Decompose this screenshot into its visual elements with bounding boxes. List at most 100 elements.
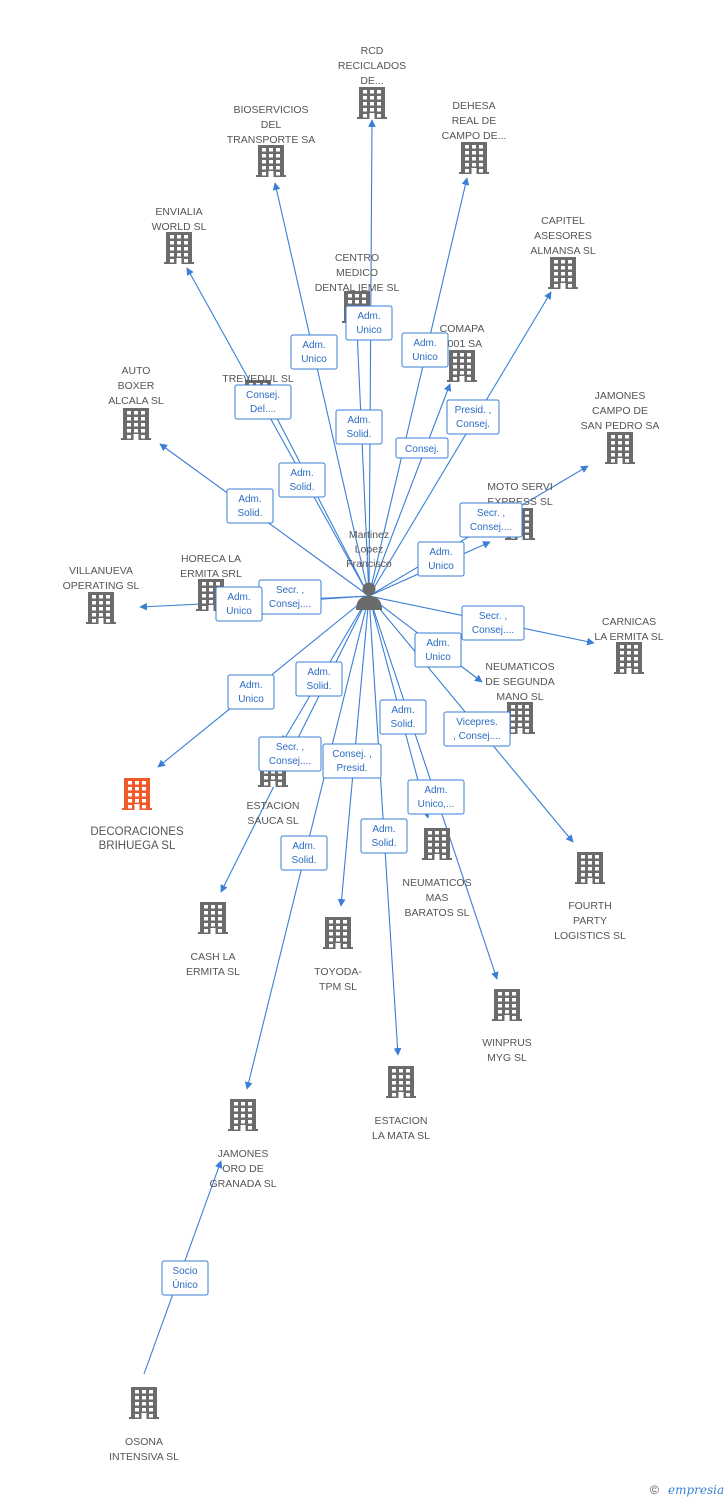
- svg-text:Solid.: Solid.: [291, 855, 316, 866]
- relation-label-winprus[interactable]: Adm.Unico,...: [407, 779, 465, 815]
- svg-text:Secr. ,: Secr. ,: [479, 611, 507, 622]
- svg-text:Adm.: Adm.: [227, 592, 250, 603]
- building-icon[interactable]: [386, 1066, 416, 1098]
- building-icon[interactable]: [492, 989, 522, 1021]
- company-label-toyoda[interactable]: TOYODA-TPM SL: [314, 966, 362, 993]
- relation-label-dehesa[interactable]: Adm. Unico: [401, 332, 449, 368]
- svg-text:Solid.: Solid.: [390, 719, 415, 730]
- edge-bioservicios: [272, 182, 370, 597]
- svg-text:Consej.: Consej.: [456, 419, 490, 430]
- svg-text:Consej. ,: Consej. ,: [332, 749, 371, 760]
- company-label-trevedul[interactable]: TREVEDUL SL: [222, 373, 294, 385]
- svg-text:Solid.: Solid.: [289, 482, 314, 493]
- svg-text:Del....: Del....: [250, 404, 276, 415]
- building-icon[interactable]: [575, 852, 605, 884]
- relation-label-carnicas[interactable]: Secr. ,Consej....: [461, 605, 525, 641]
- svg-text:Adm.: Adm.: [238, 494, 261, 505]
- svg-text:Presid. ,: Presid. ,: [455, 405, 492, 416]
- svg-text:Unico: Unico: [412, 352, 438, 363]
- building-icon[interactable]: [164, 232, 194, 264]
- building-icon[interactable]: [459, 142, 489, 174]
- relation-label-centro[interactable]: Adm. Solid.: [335, 409, 383, 445]
- relation-label-auto[interactable]: Adm.Solid.: [226, 488, 274, 524]
- building-icon[interactable]: [256, 145, 286, 177]
- building-icon[interactable]: [228, 1099, 258, 1131]
- building-icon[interactable]: [614, 642, 644, 674]
- svg-text:Unico: Unico: [425, 652, 451, 663]
- building-icon[interactable]: [357, 87, 387, 119]
- svg-text:Socio: Socio: [172, 1266, 197, 1277]
- relation-label-fourth[interactable]: Vicepres., Consej....: [443, 711, 511, 747]
- brand-logo[interactable]: empresia: [668, 1483, 724, 1497]
- person-icon[interactable]: [356, 582, 382, 611]
- relation-label-horeca[interactable]: Adm.Unico: [215, 586, 263, 622]
- building-icon[interactable]: [86, 592, 116, 624]
- svg-text:Unico: Unico: [428, 561, 454, 572]
- building-icon[interactable]: [129, 1387, 159, 1419]
- relation-label-villanueva[interactable]: Secr. ,Consej....: [258, 579, 322, 615]
- building-icon[interactable]: [605, 432, 635, 464]
- relation-label-cash[interactable]: Secr. ,Consej....: [258, 736, 322, 772]
- relation-label-jamones_oro[interactable]: Adm. Solid.: [280, 835, 328, 871]
- building-icon[interactable]: [447, 350, 477, 382]
- relation-label-rcd[interactable]: Adm. Unico: [345, 305, 393, 341]
- edge-centro: [353, 329, 370, 597]
- relation-label-estacion_sauca[interactable]: Adm.Solid.: [295, 661, 343, 697]
- relation-label-bioservicios[interactable]: Adm.Unico: [290, 334, 338, 370]
- svg-text:Adm.: Adm.: [424, 785, 447, 796]
- relation-label-toyoda[interactable]: Consej. ,Presid.: [322, 743, 382, 779]
- building-icon[interactable]: [422, 828, 452, 860]
- relation-label-decoraciones[interactable]: Adm.Unico: [227, 674, 275, 710]
- relation-label-trevedul[interactable]: Adm.Solid.: [278, 462, 326, 498]
- svg-text:Solid.: Solid.: [346, 429, 371, 440]
- svg-text:Consej.: Consej.: [246, 390, 280, 401]
- svg-text:Unico: Unico: [356, 325, 382, 336]
- building-icon[interactable]: [198, 902, 228, 934]
- relation-label-jamones_campo[interactable]: Secr. ,Consej....: [459, 502, 523, 538]
- svg-text:Adm.: Adm.: [239, 680, 262, 691]
- svg-text:Adm.: Adm.: [307, 667, 330, 678]
- building-icon[interactable]: [548, 257, 578, 289]
- svg-text:Consej....: Consej....: [269, 756, 311, 767]
- relation-label-neumaticos_mas[interactable]: Adm.Solid.: [379, 699, 427, 735]
- building-icon[interactable]: [323, 917, 353, 949]
- relation-label-moto[interactable]: Adm.Unico: [417, 541, 465, 577]
- relation-label-comapa[interactable]: Consej.: [395, 437, 449, 459]
- building-icon[interactable]: [122, 778, 152, 810]
- svg-text:Adm.: Adm.: [347, 415, 370, 426]
- svg-text:Adm.: Adm.: [357, 311, 380, 322]
- svg-text:Adm.: Adm.: [292, 841, 315, 852]
- relation-label-envialia[interactable]: Consej. Del....: [234, 384, 292, 420]
- relation-label-capitel[interactable]: Presid. , Consej.: [446, 399, 500, 435]
- building-icon[interactable]: [121, 408, 151, 440]
- svg-text:Solid.: Solid.: [371, 838, 396, 849]
- svg-text:Adm.: Adm.: [413, 338, 436, 349]
- relation-label-estacion_mata[interactable]: Adm.Solid.: [360, 818, 408, 854]
- relation-label-neumaticos_seg[interactable]: Adm.Unico: [414, 632, 462, 668]
- building-icon[interactable]: [505, 702, 535, 734]
